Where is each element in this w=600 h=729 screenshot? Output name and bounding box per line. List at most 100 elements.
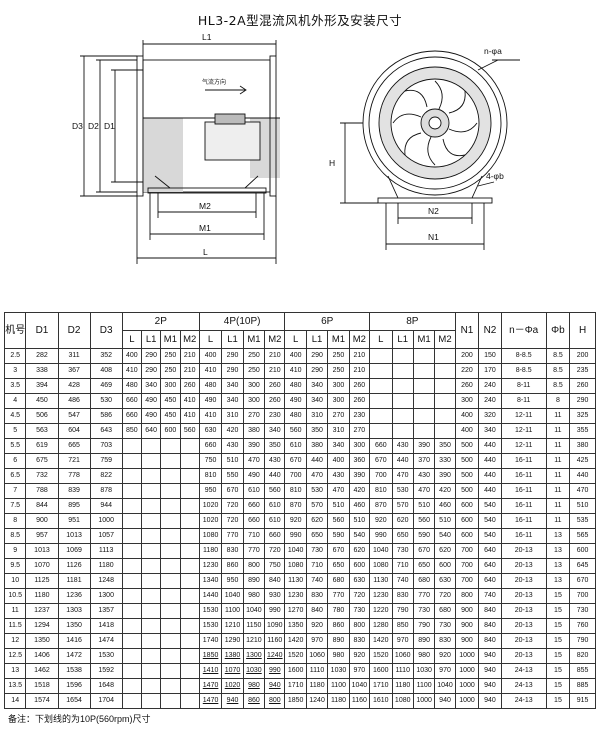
subheader-cell: L1 xyxy=(221,330,244,349)
table-cell: 720 xyxy=(221,513,244,529)
table-cell: 8.5 xyxy=(545,378,571,394)
table-cell: 800 xyxy=(454,588,480,604)
table-cell: 290 xyxy=(569,393,596,409)
table-cell: 630 xyxy=(348,573,371,589)
table-cell: 800 xyxy=(242,558,266,574)
table-cell: 670 xyxy=(284,453,307,469)
table-cell: 410 xyxy=(121,363,143,379)
table-cell: 1100 xyxy=(327,678,350,694)
table-cell: 490 xyxy=(284,393,307,409)
table-cell xyxy=(369,423,393,439)
table-cell: 8 xyxy=(3,513,27,529)
table-cell: 670 xyxy=(327,543,350,559)
table-cell: 920 xyxy=(284,513,307,529)
table-cell: 990 xyxy=(264,663,286,679)
table-cell: 20-13 xyxy=(500,603,547,619)
table-cell: 410 xyxy=(179,393,200,409)
table-cell: 535 xyxy=(569,513,596,529)
table-cell xyxy=(160,603,181,619)
table-cell xyxy=(160,693,181,709)
table-cell: 1704 xyxy=(89,693,123,709)
table-cell: 310 xyxy=(221,408,244,424)
table-cell: 610 xyxy=(264,498,286,514)
table-cell: 8.5 xyxy=(545,363,571,379)
table-cell xyxy=(160,468,181,484)
table-cell: 2.5 xyxy=(3,348,27,364)
table-cell xyxy=(140,618,162,634)
table-cell xyxy=(140,678,162,694)
table-cell: 990 xyxy=(284,528,307,544)
table-cell xyxy=(121,453,143,469)
table-cell xyxy=(160,438,181,454)
table-cell: 250 xyxy=(327,348,350,364)
table-cell: 10 xyxy=(3,573,27,589)
table-cell: 12.5 xyxy=(3,648,27,664)
table-cell: 1080 xyxy=(391,693,414,709)
table-cell: 16-11 xyxy=(500,468,547,484)
table-cell: 250 xyxy=(242,348,266,364)
table-cell: 24-13 xyxy=(500,693,547,709)
table-cell: 14 xyxy=(3,693,27,709)
table-cell: 11 xyxy=(545,468,571,484)
table-cell: 1592 xyxy=(89,663,123,679)
table-cell: 1290 xyxy=(221,633,244,649)
table-cell: 270 xyxy=(348,423,371,439)
table-cell: 547 xyxy=(57,408,91,424)
table-cell: 1420 xyxy=(369,633,393,649)
table-cell: 380 xyxy=(305,438,329,454)
table-cell: 1710 xyxy=(369,678,393,694)
header-d2: D2 xyxy=(57,312,91,349)
table-cell: 619 xyxy=(25,438,59,454)
table-cell: 940 xyxy=(221,693,244,709)
table-cell: 840 xyxy=(264,573,286,589)
table-cell: 822 xyxy=(89,468,123,484)
table-cell xyxy=(121,648,143,664)
table-cell: 440 xyxy=(569,468,596,484)
table-cell xyxy=(140,483,162,499)
table-cell: 340 xyxy=(327,438,350,454)
table-cell: 990 xyxy=(264,603,286,619)
table-cell: 250 xyxy=(242,363,266,379)
table-cell: 3 xyxy=(3,363,27,379)
table-cell: 340 xyxy=(478,423,502,439)
table-cell: 210 xyxy=(264,363,286,379)
table-cell: 210 xyxy=(179,363,200,379)
table-cell: 650 xyxy=(391,528,414,544)
table-cell: 510 xyxy=(327,498,350,514)
table-cell: 1740 xyxy=(198,633,223,649)
table-cell: 430 xyxy=(221,438,244,454)
side-view xyxy=(80,40,280,264)
table-cell: 15 xyxy=(545,663,571,679)
table-cell xyxy=(140,588,162,604)
table-cell: 1600 xyxy=(369,663,393,679)
table-cell: 839 xyxy=(57,483,91,499)
table-cell: 700 xyxy=(569,588,596,604)
table-cell: 732 xyxy=(25,468,59,484)
table-cell: 563 xyxy=(25,423,59,439)
subheader-cell: L xyxy=(284,330,307,349)
table-cell: 420 xyxy=(221,423,244,439)
table-cell: 900 xyxy=(454,603,480,619)
table-cell xyxy=(369,408,393,424)
table-cell: 490 xyxy=(198,393,223,409)
table-cell: 970 xyxy=(305,633,329,649)
table-cell: 15 xyxy=(545,648,571,664)
table-cell: 1013 xyxy=(57,528,91,544)
table-cell: 11 xyxy=(3,603,27,619)
table-cell: 1000 xyxy=(454,663,480,679)
table-cell: 900 xyxy=(454,633,480,649)
table-cell: 210 xyxy=(179,348,200,364)
table-cell: 600 xyxy=(454,513,480,529)
table-cell: 1180 xyxy=(305,678,329,694)
table-cell xyxy=(179,618,200,634)
table-cell: 670 xyxy=(221,483,244,499)
table-cell: 950 xyxy=(221,573,244,589)
table-cell: 730 xyxy=(434,618,456,634)
table-cell: 1410 xyxy=(198,663,223,679)
table-cell: 540 xyxy=(478,528,502,544)
table-cell: 330 xyxy=(434,453,456,469)
table-cell: 480 xyxy=(284,378,307,394)
table-cell: 895 xyxy=(57,498,91,514)
table-cell: 1520 xyxy=(284,648,307,664)
